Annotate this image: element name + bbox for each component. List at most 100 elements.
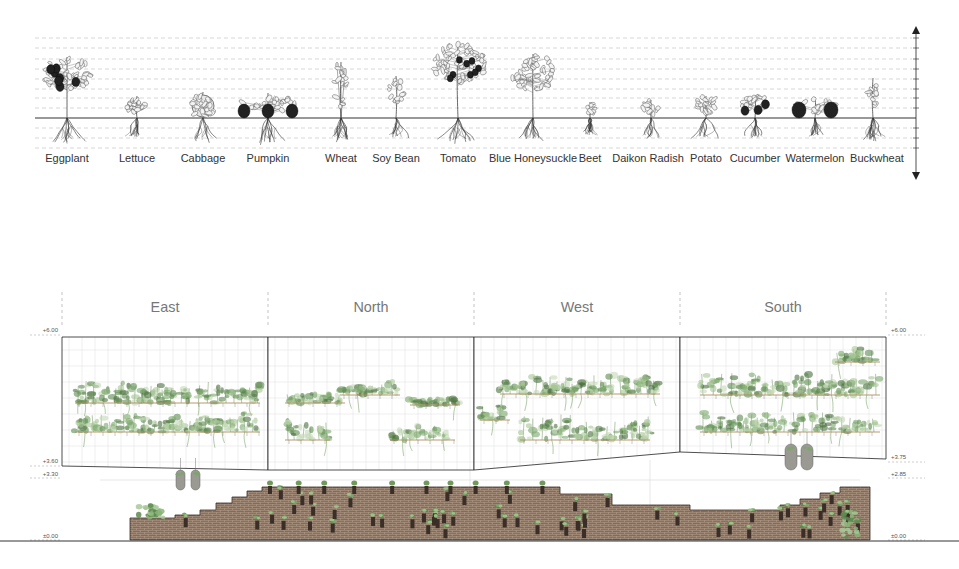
plant-illustration	[431, 41, 487, 144]
planter-pot	[803, 508, 807, 517]
planter-pot	[750, 513, 754, 522]
fruit	[761, 100, 769, 109]
foliage	[514, 514, 518, 517]
grid-line	[663, 337, 664, 475]
grid-line	[533, 337, 534, 475]
foliage	[414, 423, 421, 429]
hanging-vine	[244, 432, 246, 448]
foliage	[197, 389, 203, 394]
grid-line	[474, 462, 680, 463]
leaf	[285, 96, 290, 102]
root	[203, 118, 217, 138]
grid-line	[275, 337, 276, 475]
foliage	[561, 517, 566, 520]
planter-pot	[535, 525, 539, 534]
root	[653, 127, 658, 138]
foliage	[422, 509, 426, 512]
shelf-hanger	[442, 440, 443, 444]
foliage	[146, 428, 154, 434]
grid-line	[95, 337, 96, 475]
planter-pot	[717, 528, 721, 537]
shelf-hanger	[199, 432, 200, 436]
foliage	[674, 513, 678, 516]
planter-pot	[426, 525, 430, 534]
shelf	[390, 440, 455, 441]
foliage	[841, 533, 846, 537]
foliage	[148, 419, 153, 425]
panel-ground	[474, 337, 680, 470]
planter-pot	[348, 498, 352, 507]
foliage	[746, 525, 750, 528]
foliage	[347, 493, 352, 496]
root	[530, 127, 533, 138]
grid-line	[264, 337, 265, 475]
foliage	[85, 415, 89, 419]
root	[590, 123, 592, 134]
grid-line	[268, 366, 474, 367]
shelf-hanger	[151, 432, 152, 436]
leaf	[125, 105, 130, 110]
root	[67, 118, 80, 138]
root	[341, 118, 346, 139]
fruit	[741, 106, 749, 115]
foliage	[423, 481, 429, 486]
panel-outline	[62, 337, 268, 470]
foliage	[440, 510, 445, 513]
plant-name: Tomato	[440, 152, 476, 165]
leaf	[66, 55, 72, 61]
root	[706, 125, 715, 136]
root	[267, 126, 273, 137]
foliage	[93, 383, 101, 389]
leaf	[441, 46, 444, 52]
foliage	[313, 392, 317, 399]
planter-pot	[331, 524, 335, 533]
leaf	[253, 102, 260, 109]
root	[396, 125, 401, 136]
root	[751, 126, 755, 137]
arrow-head	[912, 26, 920, 34]
root	[263, 126, 265, 137]
leaf	[751, 96, 758, 104]
foliage	[421, 509, 426, 512]
planter-pot	[747, 530, 751, 539]
leaf	[201, 100, 208, 108]
guide-line	[35, 89, 912, 90]
planter-pot	[442, 514, 446, 523]
foliage	[291, 433, 297, 436]
foliage	[562, 522, 567, 525]
leaf	[197, 92, 203, 100]
foliage	[219, 397, 226, 402]
foliage	[854, 530, 860, 534]
planter-pot	[448, 486, 452, 494]
root	[61, 127, 63, 138]
leaf	[134, 107, 140, 112]
panel-drawing	[474, 290, 680, 475]
foliage	[163, 390, 170, 395]
foliage	[807, 526, 812, 529]
foliage	[320, 426, 324, 429]
foliage	[71, 428, 78, 433]
leaf	[550, 68, 555, 73]
shelf-hanger	[223, 432, 224, 436]
root	[813, 124, 820, 135]
planter-pot	[675, 517, 679, 526]
foliage	[499, 505, 503, 508]
grid-line	[199, 337, 200, 475]
leaf	[447, 44, 452, 49]
grid-line	[327, 337, 328, 475]
foliage	[839, 528, 845, 533]
foliage	[168, 419, 175, 423]
foliage	[392, 384, 397, 390]
foliage	[99, 394, 104, 401]
shelf-hanger	[91, 432, 92, 436]
plant-name: Potato	[690, 152, 722, 165]
hanging-vine	[324, 440, 326, 456]
leaf	[80, 79, 85, 82]
fruit	[72, 77, 80, 86]
planter-pot	[497, 509, 501, 518]
grid-line	[676, 337, 677, 475]
fruit	[472, 69, 478, 76]
planter-pot	[380, 519, 384, 528]
foliage	[269, 511, 273, 514]
hanging-vine	[198, 403, 200, 415]
